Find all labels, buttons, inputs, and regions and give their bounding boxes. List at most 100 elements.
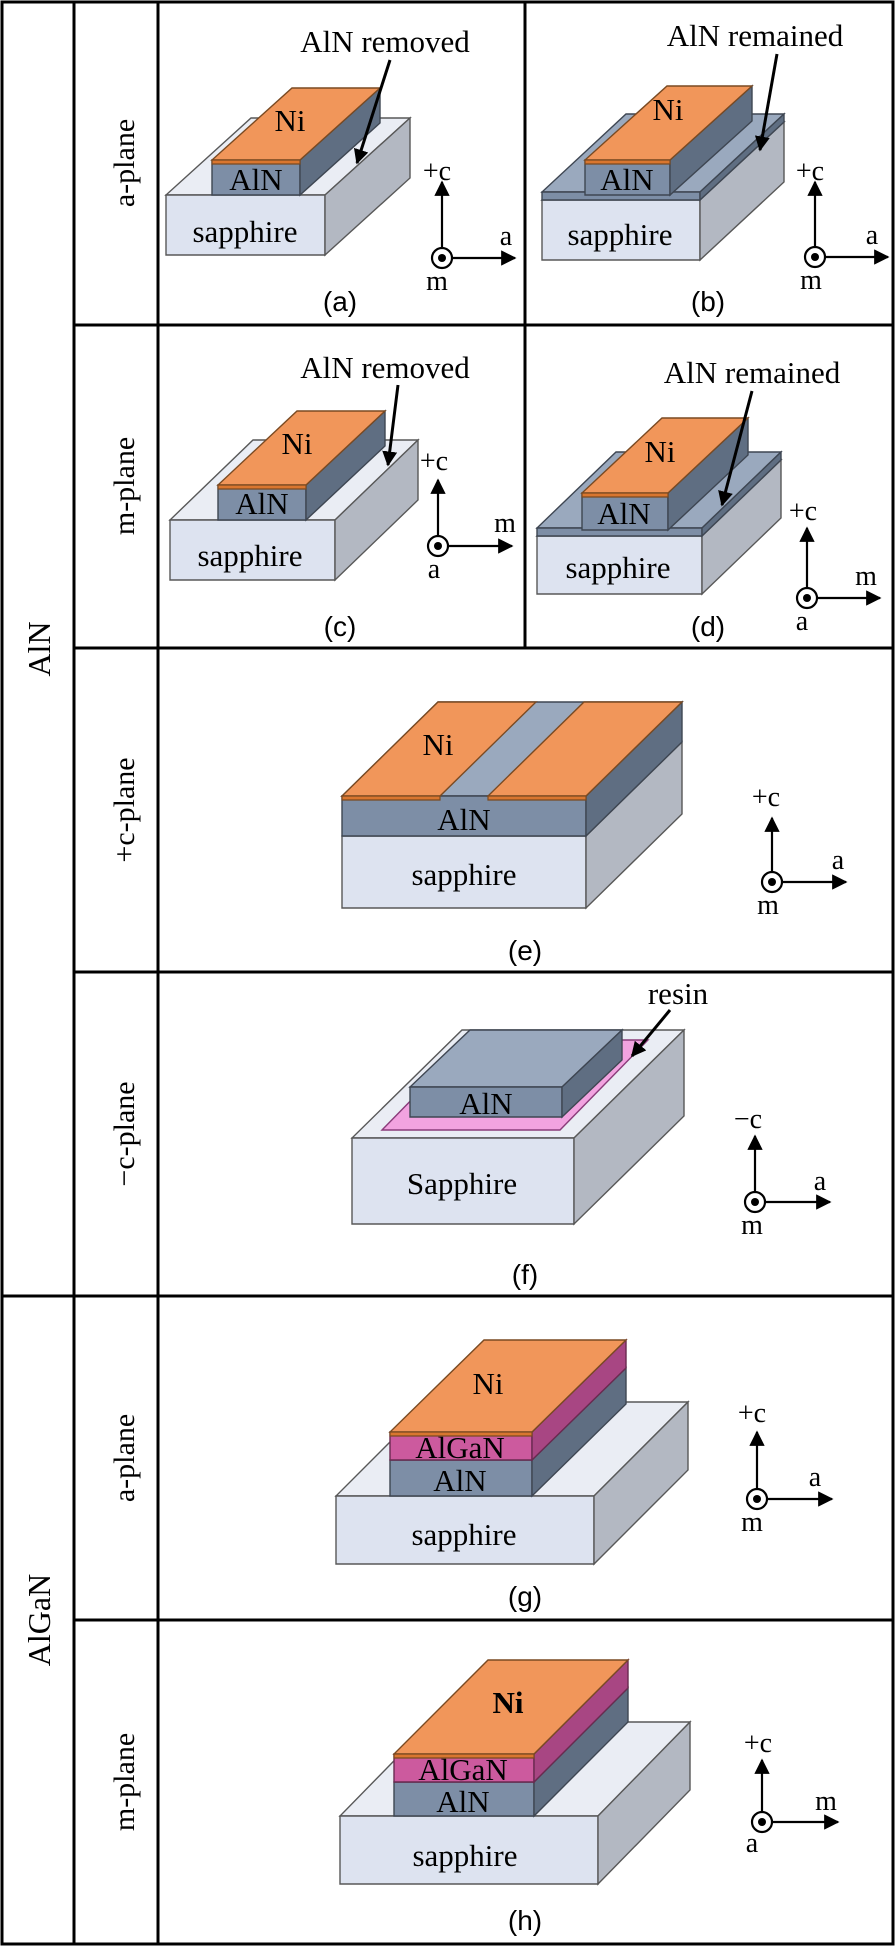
nickel-electrode <box>583 85 754 165</box>
crystal-axes: +c m a <box>789 496 882 637</box>
nickel-label: Ni <box>653 92 684 127</box>
sapphire-label: sapphire <box>411 857 516 892</box>
aln-label: AlN <box>459 1086 512 1121</box>
axis-label-right: a <box>500 221 513 252</box>
axis-label-up: +c <box>420 446 448 477</box>
nickel-label: Ni <box>282 426 313 461</box>
annotation-arrow <box>353 59 392 165</box>
row-label-aln-plus-c-plane: +c-plane <box>108 757 141 862</box>
axis-label-up: +c <box>738 1398 766 1429</box>
axis-label-out: m <box>426 266 448 297</box>
annotation-aln-removed: AlN removed <box>300 350 470 385</box>
panel-b: Ni AlN sapphire AlN remained +c a m (b) <box>540 18 890 317</box>
axis-label-up: +c <box>752 782 780 813</box>
nickel-label: Ni <box>493 1685 524 1720</box>
axis-label-out: a <box>428 554 441 585</box>
panel-c: Ni AlN sapphire AlN removed +c m a (c) <box>168 350 516 642</box>
axis-label-right: a <box>832 845 845 876</box>
aln-layer <box>408 1028 624 1119</box>
axis-label-out: a <box>746 1828 759 1859</box>
crystal-axes: +c a m <box>423 156 517 297</box>
aln-label: AlN <box>597 496 650 531</box>
aln-layer <box>393 1686 629 1818</box>
annotation-arrow <box>630 1009 672 1058</box>
nickel-label: Ni <box>473 1366 504 1401</box>
crystal-axes: +c m a <box>744 1728 840 1859</box>
nickel-electrode <box>392 1659 630 1759</box>
group-label-algan: AlGaN <box>21 1574 57 1666</box>
panel-f: AlN Sapphire resin −c a m (f) <box>350 976 832 1290</box>
panel-caption: (b) <box>691 286 725 317</box>
panel-caption: (h) <box>508 1905 542 1936</box>
annotation-aln-remained: AlN remained <box>664 355 841 390</box>
panel-caption: (d) <box>691 611 725 642</box>
row-label-algan-a-plane: a-plane <box>108 1414 141 1502</box>
panel-caption: (c) <box>324 611 357 642</box>
axis-label-out: m <box>757 890 779 921</box>
nickel-electrode <box>216 410 387 490</box>
annotation-aln-remained: AlN remained <box>667 18 844 53</box>
aln-label: AlN <box>437 802 490 837</box>
crystal-axes: −c a m <box>734 1104 832 1241</box>
axis-label-out: a <box>796 606 809 637</box>
algan-label: AlGaN <box>415 1430 505 1465</box>
annotation-arrow <box>382 384 400 467</box>
crystal-axes: +c m a <box>420 446 516 585</box>
axis-label-up: +c <box>789 496 817 527</box>
axis-label-out: m <box>800 265 822 296</box>
crystal-axes: +c a m <box>796 156 890 296</box>
nickel-electrode <box>580 417 750 498</box>
nickel-electrode <box>210 87 382 165</box>
algan-layer <box>393 1658 629 1784</box>
aln-label: AlN <box>235 486 288 521</box>
sapphire-label: Sapphire <box>407 1166 517 1201</box>
panel-a: Ni AlN sapphire AlN removed +c a m (a) <box>164 24 517 317</box>
axis-label-out: m <box>741 1210 763 1241</box>
aln-label: AlN <box>600 162 653 197</box>
axis-label-right: m <box>494 508 516 539</box>
sapphire-label: sapphire <box>412 1838 517 1873</box>
nickel-label: Ni <box>423 727 454 762</box>
annotation-aln-removed: AlN removed <box>300 24 470 59</box>
panel-g: Ni AlGaN AlN sapphire +c a m (g) <box>334 1338 834 1612</box>
crystal-axes: +c a m <box>738 1398 834 1538</box>
aln-layer <box>584 84 753 197</box>
nickel-label: Ni <box>275 103 306 138</box>
aln-label: AlN <box>229 162 282 197</box>
row-label-aln-m-plane: m-plane <box>108 437 141 535</box>
nickel-label: Ni <box>645 434 676 469</box>
axis-label-right: m <box>815 1786 837 1817</box>
algan-label: AlGaN <box>418 1752 508 1787</box>
panel-caption: (f) <box>512 1259 538 1290</box>
axis-label-out: m <box>741 1507 763 1538</box>
sapphire-label: sapphire <box>192 214 297 249</box>
annotation-resin: resin <box>648 976 709 1011</box>
sapphire-label: sapphire <box>411 1517 516 1552</box>
panel-caption: (a) <box>323 286 357 317</box>
panel-d: Ni AlN sapphire AlN remained +c m a (d) <box>535 355 882 642</box>
nickel-electrode-left <box>340 701 538 801</box>
panel-caption: (g) <box>508 1581 542 1612</box>
aln-layer <box>217 409 386 522</box>
panel-e: Ni AlN sapphire +c a m (e) <box>340 700 848 966</box>
row-label-aln-a-plane: a-plane <box>108 119 141 207</box>
sapphire-label: sapphire <box>197 538 302 573</box>
aln-label: AlN <box>433 1463 486 1498</box>
annotation-arrow <box>754 53 779 152</box>
aln-label: AlN <box>436 1784 489 1819</box>
crystal-axes: +c a m <box>752 782 848 921</box>
row-label-algan-m-plane: m-plane <box>108 1733 141 1831</box>
row-label-aln-minus-c-plane: −c-plane <box>108 1081 141 1186</box>
annotation-arrow <box>718 390 754 507</box>
aln-layer <box>211 86 381 197</box>
axis-label-right: a <box>814 1166 827 1197</box>
nickel-electrode <box>388 1339 628 1437</box>
nickel-electrode-right <box>486 701 684 801</box>
axis-label-up: +c <box>423 156 451 187</box>
panel-h: Ni AlGaN AlN sapphire +c m a (h) <box>338 1658 840 1936</box>
axis-label-right: m <box>855 561 877 592</box>
sapphire-label: sapphire <box>567 217 672 252</box>
axis-label-up: +c <box>744 1728 772 1759</box>
